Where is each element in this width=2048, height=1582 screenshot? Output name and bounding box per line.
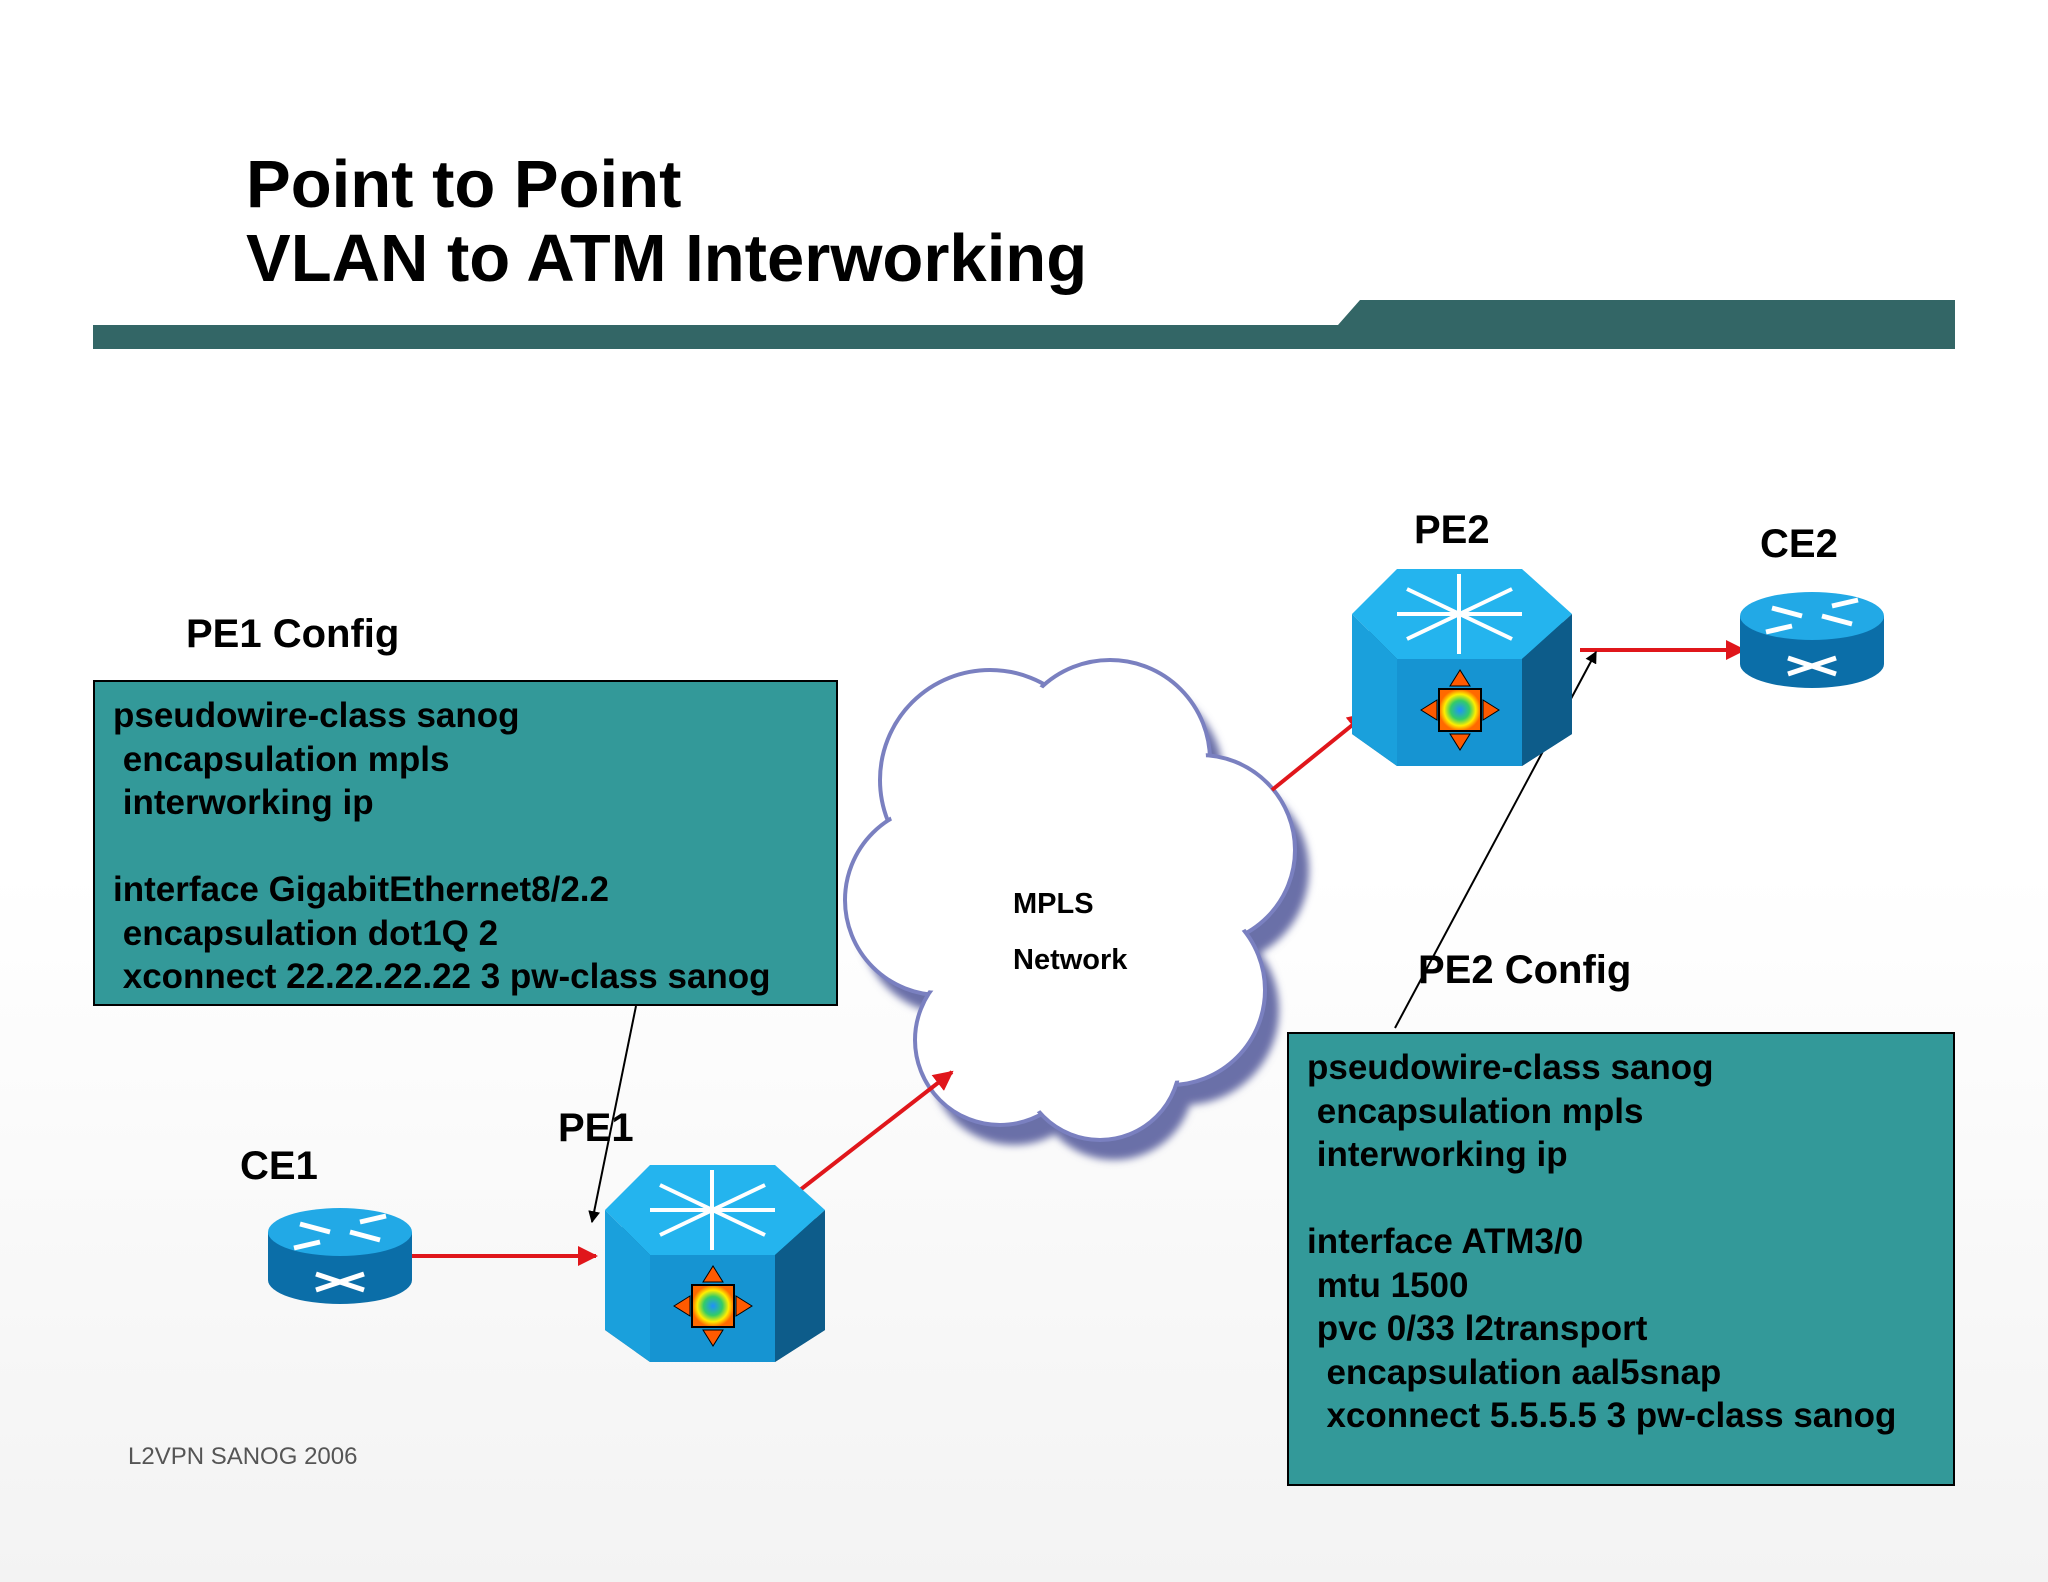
pe1-config-line: pseudowire-class sanog — [113, 696, 520, 735]
pe2-config-line: encapsulation mpls — [1307, 1091, 1644, 1131]
cloud-label-line2: Network — [1013, 944, 1128, 976]
pe2-config-line: encapsulation aal5snap — [1307, 1352, 1722, 1392]
pe1-config-line: interworking ip — [113, 783, 374, 822]
slide-title: Point to Point VLAN to ATM Interworking — [246, 148, 1087, 296]
pe2-config-line: mtu 1500 — [1307, 1265, 1469, 1305]
callout-pe1-config — [588, 1005, 637, 1224]
pe1-label: PE1 — [558, 1106, 634, 1150]
pe1-config-line: encapsulation mpls — [113, 739, 450, 779]
pe1-config-line: interface GigabitEthernet8/2.2 — [113, 870, 609, 909]
pe2-config-line: pvc 0/33 l2transport — [1307, 1309, 1648, 1348]
pe1-config-line — [113, 825, 818, 869]
pe1-switch-icon — [605, 1165, 825, 1362]
pe2-config-line: interface ATM3/0 — [1307, 1222, 1584, 1261]
pe2-config-line: xconnect 5.5.5.5 3 pw-class sanog — [1307, 1396, 1897, 1435]
pe2-config-line: pseudowire-class sanog — [1307, 1048, 1714, 1087]
ce2-label: CE2 — [1760, 522, 1838, 566]
slide-title-line2: VLAN to ATM Interworking — [246, 221, 1088, 296]
pe2-config-heading: PE2 Config — [1418, 948, 1632, 992]
title-divider-bar — [93, 300, 1955, 349]
pe2-config-line — [1307, 1177, 1935, 1221]
pe1-config-line: xconnect 22.22.22.22 3 pw-class sanog — [113, 957, 771, 996]
cloud-label-line1: MPLS — [1013, 888, 1094, 920]
ce1-label: CE1 — [240, 1144, 318, 1188]
pe2-config-line: interworking ip — [1307, 1135, 1568, 1174]
pe2-config-box: pseudowire-class sanog encapsulation mpl… — [1287, 1032, 1955, 1486]
pe1-config-heading: PE1 Config — [186, 612, 400, 656]
slide-title-line1: Point to Point — [246, 147, 682, 222]
footer-text: L2VPN SANOG 2006 — [128, 1443, 358, 1470]
link-cloud-pe2 — [1270, 712, 1368, 792]
pe2-label: PE2 — [1414, 508, 1490, 552]
ce2-router-icon — [1740, 592, 1884, 688]
link-pe1-cloud — [798, 1070, 954, 1192]
pe2-switch-icon — [1352, 569, 1572, 766]
ce1-router-icon — [268, 1208, 412, 1304]
pe1-config-line: encapsulation dot1Q 2 — [113, 913, 499, 953]
mpls-cloud-icon — [843, 658, 1309, 1160]
pe1-config-box: pseudowire-class sanog encapsulation mpl… — [93, 680, 838, 1006]
